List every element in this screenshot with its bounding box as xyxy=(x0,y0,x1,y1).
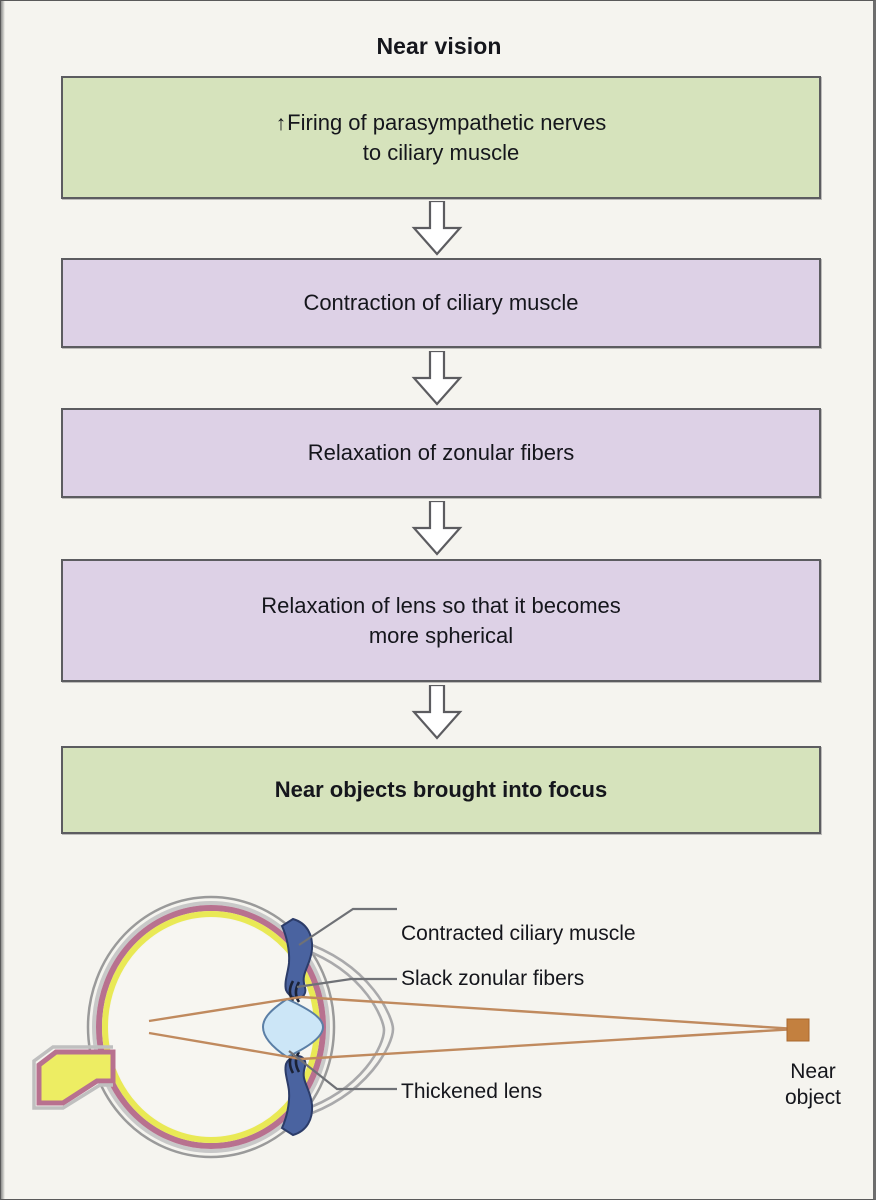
light-ray-lower xyxy=(148,1027,797,1061)
cornea-inner-arc xyxy=(302,947,386,1112)
leader-lines xyxy=(288,907,397,1091)
optic-nerve xyxy=(32,1045,116,1110)
label-contracted-ciliary-muscle: Contracted ciliary muscle xyxy=(401,922,636,945)
flow-step-line1: Contraction of ciliary muscle xyxy=(303,290,579,316)
zonular-fiber-lower-2 xyxy=(294,1051,301,1073)
flow-step-relaxation-lens: Relaxation of lens so that it becomes mo… xyxy=(61,559,821,682)
flow-step-line1: Firing of parasympathetic nerves xyxy=(287,110,607,136)
zonular-fiber-upper-2 xyxy=(294,981,301,1003)
leader-line-zonular-fibers xyxy=(296,977,397,989)
flow-step-contraction-ciliary-muscle: Contraction of ciliary muscle xyxy=(61,258,821,348)
flow-step-text: ↑Firing of parasympathetic nerves to cil… xyxy=(262,108,621,167)
optic-nerve-body xyxy=(36,1049,116,1106)
near-object-line1: Near xyxy=(790,1060,836,1083)
light-rays xyxy=(148,995,797,1061)
increase-arrow-icon: ↑ xyxy=(275,112,287,136)
eye-diagram-svg xyxy=(32,895,810,1159)
near-object-marker xyxy=(786,1018,810,1042)
label-thickened-lens: Thickened lens xyxy=(401,1080,543,1103)
flow-step-text: Near objects brought into focus xyxy=(261,775,621,804)
flow-arrow-down-3 xyxy=(411,501,463,556)
flow-step-relaxation-zonular-fibers: Relaxation of zonular fibers xyxy=(61,408,821,498)
eye-anatomy-figure: Contracted ciliary muscle Slack zonular … xyxy=(1,869,873,1189)
light-ray-upper xyxy=(148,995,797,1031)
vitreous-humor xyxy=(109,918,313,1136)
flow-step-line2: to ciliary muscle xyxy=(362,139,520,165)
flow-step-text: Contraction of ciliary muscle xyxy=(289,288,592,317)
flow-arrow-down-2 xyxy=(411,351,463,406)
leader-line-ciliary-muscle xyxy=(298,907,397,946)
leader-line-lens xyxy=(288,1050,397,1091)
flow-step-line1: Relaxation of zonular fibers xyxy=(307,440,575,466)
flow-arrow-down-1 xyxy=(411,201,463,256)
eyeball-globe xyxy=(86,895,336,1159)
flow-step-near-objects-focus: Near objects brought into focus xyxy=(61,746,821,834)
near-object-line2: object xyxy=(784,1086,842,1110)
label-slack-zonular-fibers: Slack zonular fibers xyxy=(401,967,585,990)
flow-arrow-down-4 xyxy=(411,685,463,740)
flow-step-text: Relaxation of lens so that it becomes mo… xyxy=(247,591,635,649)
cornea xyxy=(300,939,395,1119)
label-near-object: Near object xyxy=(763,1059,863,1112)
cornea-outer-arc xyxy=(300,939,395,1119)
flow-step-firing-parasympathetic: ↑Firing of parasympathetic nerves to cil… xyxy=(61,76,821,199)
optic-nerve-sheath xyxy=(32,1045,113,1110)
flow-step-text: Relaxation of zonular fibers xyxy=(294,438,589,467)
flow-step-line1: Relaxation of lens so that it becomes xyxy=(261,593,621,619)
flow-step-line2: more spherical xyxy=(368,622,514,648)
ciliary-muscle-upper xyxy=(280,917,314,999)
page-title: Near vision xyxy=(376,33,502,59)
flow-step-line1: Near objects brought into focus xyxy=(274,777,608,803)
